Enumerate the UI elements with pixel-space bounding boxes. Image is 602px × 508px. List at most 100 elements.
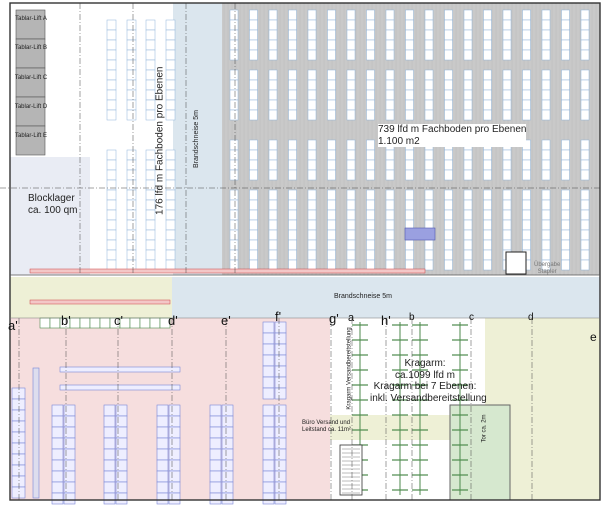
pallet-rack-cell: [51, 459, 64, 472]
rack-cell-main: [580, 149, 590, 161]
rack-cell-main: [268, 149, 278, 161]
rack-cell-left: [165, 249, 176, 261]
rack-cell-main: [249, 249, 258, 261]
rack-cell-main: [580, 239, 590, 251]
pallet-rack-cell: [63, 492, 76, 505]
rack-cell-main: [580, 79, 590, 91]
rack-cell-main: [463, 99, 473, 111]
kragarm-versand-label: Kragarm Versandbereitstellung: [346, 327, 353, 410]
pallet-rack-cell: [209, 459, 222, 472]
rack-cell-main: [522, 99, 531, 111]
pallet-rack-cell: [221, 426, 234, 439]
rack-cell-main: [541, 79, 551, 91]
rack-cell-main: [541, 139, 551, 151]
rack-cell-main: [405, 259, 414, 271]
rack-cell-main: [229, 229, 239, 241]
rack-cell-main: [327, 149, 336, 161]
rack-cell-main: [502, 189, 512, 201]
rack-cell-main: [405, 149, 414, 161]
rack-cell-main: [249, 19, 258, 31]
rack-cell-left: [106, 179, 117, 191]
rack-cell-main: [405, 169, 414, 181]
rack-cell-main: [385, 29, 395, 41]
rack-cell-main: [463, 209, 473, 221]
rack-cell-main: [502, 89, 512, 101]
rack-cell-main: [327, 19, 336, 31]
rack-cell-main: [541, 39, 551, 51]
rack-cell-main: [327, 69, 336, 81]
rack-cell-main: [424, 169, 434, 181]
rack-cell-main: [366, 9, 375, 21]
rack-cell-main: [502, 49, 512, 61]
pallet-rack-cell: [103, 492, 116, 505]
rack-cell-main: [249, 89, 258, 101]
rack-cell-main: [385, 39, 395, 51]
rack-cell-main: [268, 49, 278, 61]
rack-cell-left: [106, 249, 117, 261]
pallet-rack-cell: [262, 376, 275, 389]
rack-cell-main: [346, 189, 356, 201]
workstation-cell: [39, 317, 51, 329]
rack-cell-main: [580, 69, 590, 81]
pallet-rack-cell: [221, 492, 234, 505]
rack-cell-left: [145, 219, 156, 231]
pallet-rack-cell: [209, 470, 222, 483]
rack-cell-main: [580, 199, 590, 211]
rack-cell-main: [249, 199, 258, 211]
rack-cell-main: [483, 219, 492, 231]
rack-cell-left: [165, 239, 176, 251]
rack-cell-left: [106, 169, 117, 181]
rack-cell-left: [165, 179, 176, 191]
rack-cell-main: [580, 249, 590, 261]
pallet-rack-cell: [11, 475, 26, 488]
pallet-rack-cell: [11, 387, 26, 400]
rack-cell-main: [307, 99, 317, 111]
rack-cell-main: [405, 69, 414, 81]
rack-cell-main: [229, 79, 239, 91]
rack-cell-main: [424, 189, 434, 201]
rack-cell-main: [463, 259, 473, 271]
rack-cell-left: [145, 229, 156, 241]
rack-cell-main: [541, 199, 551, 211]
pallet-rack-cell: [103, 459, 116, 472]
fachboden-main-label: 739 lfd m Fachboden pro Ebenen 1.100 m2: [378, 124, 527, 147]
rack-cell-left: [126, 99, 137, 111]
rack-cell-main: [327, 259, 336, 271]
rack-cell-left: [126, 89, 137, 101]
rack-cell-main: [268, 139, 278, 151]
rack-cell-main: [444, 199, 453, 211]
rack-cell-main: [268, 209, 278, 221]
rack-cell-main: [561, 189, 570, 201]
rack-cell-main: [346, 199, 356, 211]
pallet-rack-cell: [209, 481, 222, 494]
pallet-rack-cell: [11, 409, 26, 422]
rack-cell-main: [541, 219, 551, 231]
rack-cell-main: [346, 169, 356, 181]
rack-cell-main: [385, 219, 395, 231]
rack-cell-main: [502, 9, 512, 21]
rack-cell-main: [580, 19, 590, 31]
rack-cell-main: [463, 9, 473, 21]
rack-cell-main: [444, 169, 453, 181]
rack-cell-main: [463, 49, 473, 61]
rack-cell-main: [366, 99, 375, 111]
rack-cell-main: [249, 99, 258, 111]
rack-cell-left: [165, 99, 176, 111]
conveyor-red-lower: [29, 299, 171, 305]
rack-cell-main: [522, 89, 531, 101]
rack-cell-main: [385, 249, 395, 261]
rack-cell-main: [229, 199, 239, 211]
rack-cell-left: [145, 109, 156, 121]
rack-cell-main: [561, 109, 570, 121]
rack-cell-main: [405, 49, 414, 61]
rack-cell-main: [268, 19, 278, 31]
rack-cell-main: [405, 39, 414, 51]
rack-cell-main: [522, 189, 531, 201]
rack-cell-main: [346, 149, 356, 161]
rack-cell-left: [126, 49, 137, 61]
rack-cell-left: [106, 69, 117, 81]
pallet-rack-cell: [156, 470, 169, 483]
rack-cell-main: [366, 159, 375, 171]
rack-cell-main: [268, 199, 278, 211]
conveyor-red: [29, 268, 426, 274]
